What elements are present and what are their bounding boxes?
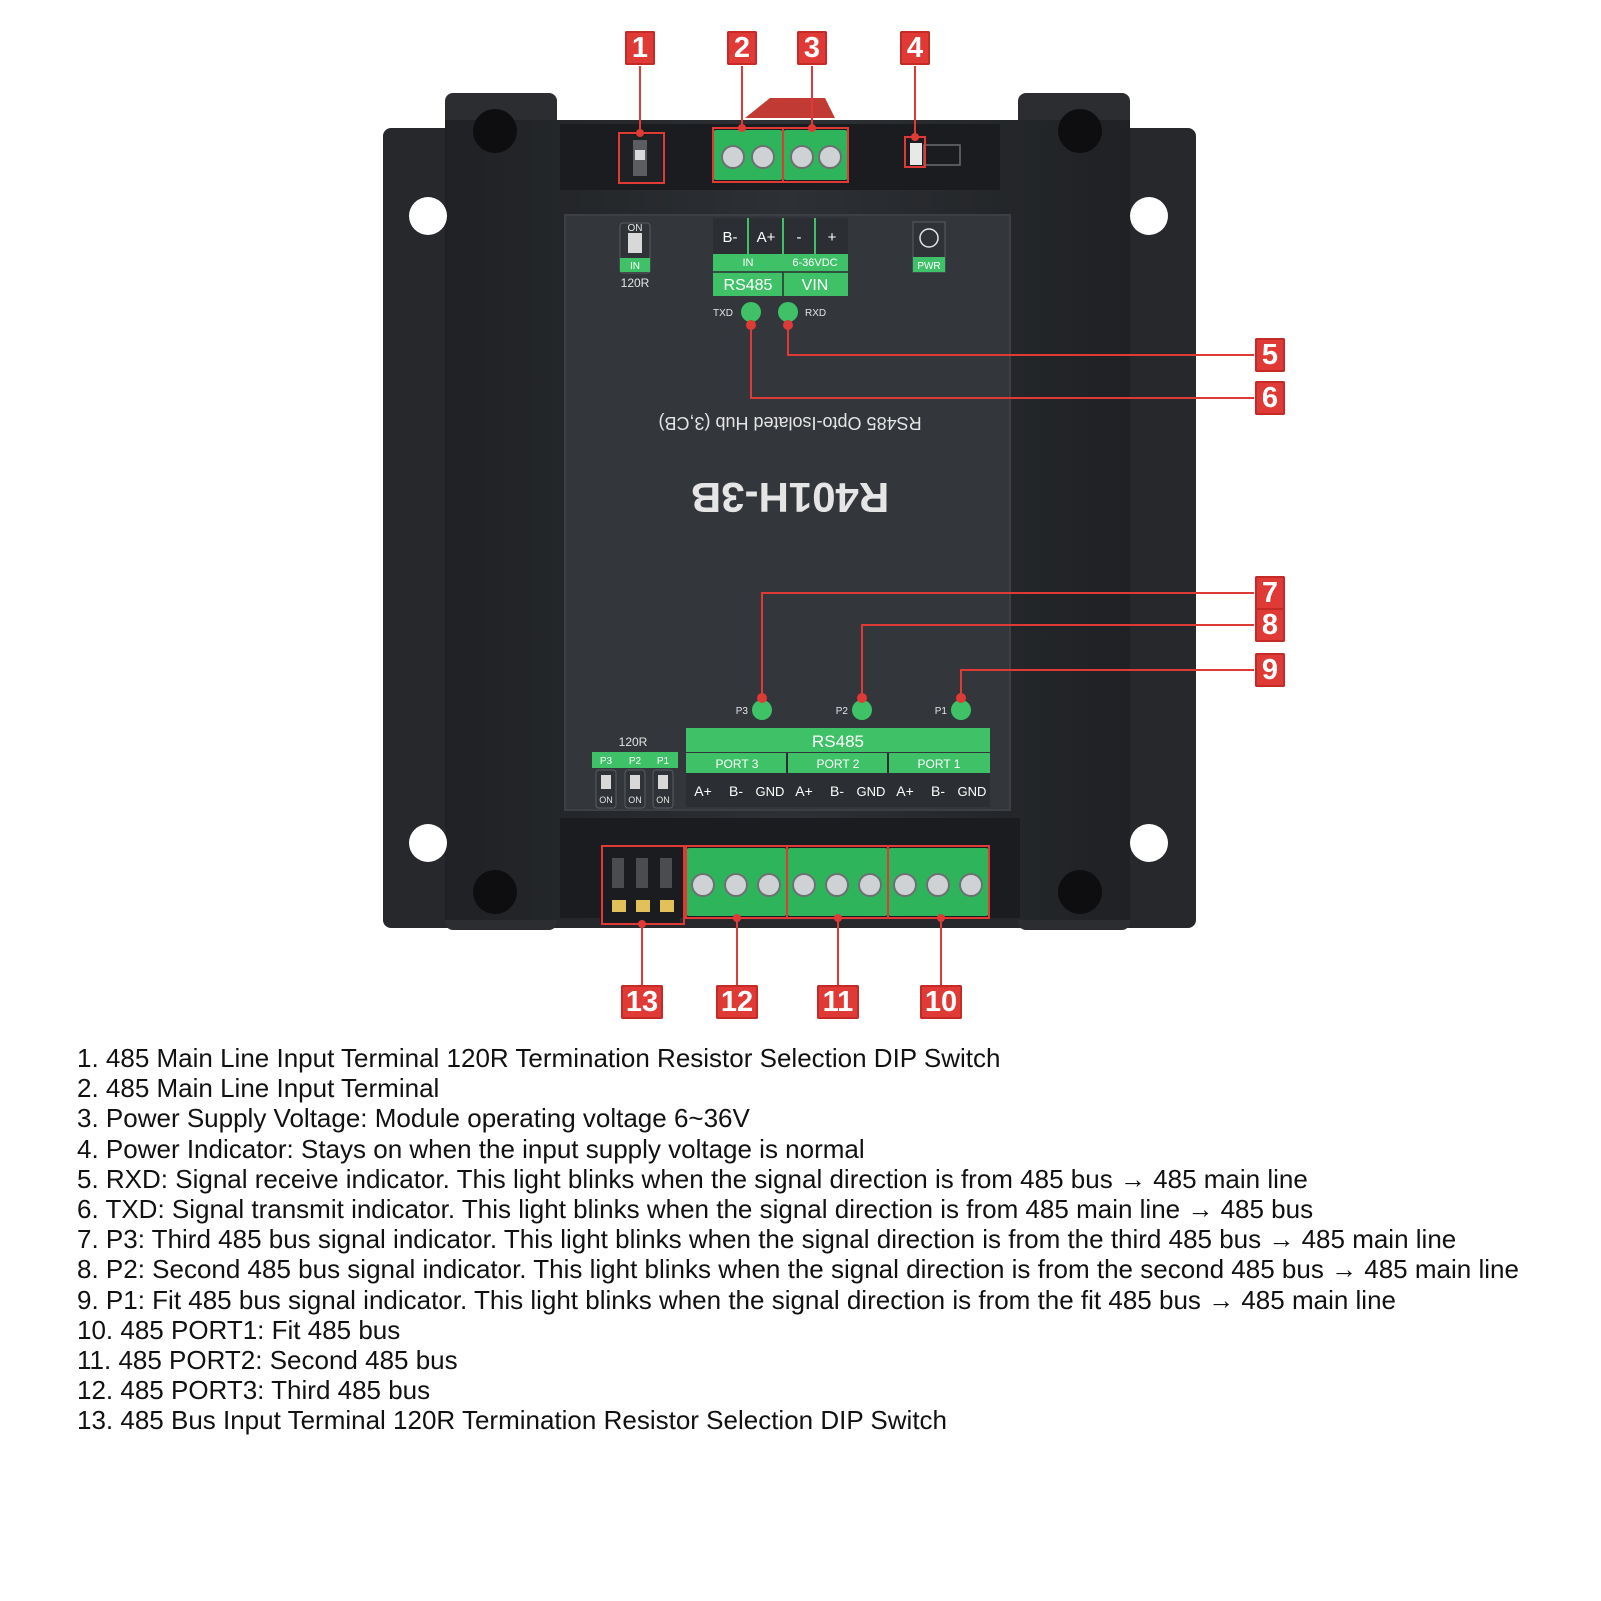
top-dip-on-label: ON — [628, 223, 643, 234]
port2-terminal — [787, 848, 888, 916]
legend-item-2: 2. 485 Main Line Input Terminal — [77, 1073, 440, 1104]
legend-item-9: 9. P1: Fit 485 bus signal indicator. Thi… — [77, 1284, 1397, 1315]
pin-label-p1-b: B- — [931, 783, 945, 799]
rxd-led — [778, 302, 798, 322]
bottom-on-label-3: ON — [599, 795, 613, 805]
top-vin-label: VIN — [802, 277, 829, 294]
top-plus-label: + — [828, 229, 837, 246]
top-minus-label: - — [797, 229, 802, 246]
callout-1: 1 — [625, 31, 655, 65]
top-voltage-label: 6-36VDC — [792, 257, 837, 269]
callout-6: 6 — [1255, 381, 1285, 415]
bottom-port3-label: PORT 3 — [716, 757, 759, 771]
top-in-label: IN — [743, 257, 754, 269]
p1-led — [951, 700, 971, 720]
top-rs485-label: RS485 — [724, 277, 773, 294]
leader-lines — [639, 66, 1254, 985]
port3-terminal — [686, 848, 787, 916]
leader-dots — [636, 124, 966, 928]
legend-item-10: 10. 485 PORT1: Fit 485 bus — [77, 1314, 401, 1345]
top-pwr-label: PWR — [917, 261, 940, 272]
pin-label-p2-a: A+ — [795, 783, 813, 799]
top-txd-label: TXD — [713, 308, 733, 319]
p2-led — [852, 700, 872, 720]
top-dip-in-label: IN — [630, 261, 640, 272]
pin-label-p1-gnd: GND — [958, 784, 987, 799]
legend-item-6: 6. TXD: Signal transmit indicator. This … — [77, 1194, 1314, 1225]
main-line-dip-switch — [620, 135, 662, 182]
legend-item-8: 8. P2: Second 485 bus signal indicator. … — [77, 1254, 1519, 1285]
bottom-port1-label: PORT 1 — [918, 757, 961, 771]
legend-item-12: 12. 485 PORT3: Third 485 bus — [77, 1375, 431, 1406]
power-terminal — [783, 130, 848, 180]
bottom-p3-label: P3 — [600, 756, 613, 767]
bottom-p1-label: P1 — [657, 756, 670, 767]
callout-2: 2 — [727, 31, 757, 65]
callout-4: 4 — [900, 31, 930, 65]
led-label-p1: P1 — [935, 706, 948, 717]
main-line-terminal — [713, 130, 783, 180]
callout-10: 10 — [920, 985, 962, 1019]
legend-item-11: 11. 485 PORT2: Second 485 bus — [77, 1345, 458, 1376]
p3-led — [752, 700, 772, 720]
bottom-on-label-2: ON — [628, 795, 642, 805]
led-label-p3: P3 — [736, 706, 749, 717]
callout-11: 11 — [817, 985, 859, 1019]
bottom-panel-labels: 120R P3 P2 P1 ON ON ON RS485 PORT 3 PORT… — [592, 700, 990, 809]
bus-dip-switch — [600, 848, 680, 923]
bottom-port2-label: PORT 2 — [817, 757, 860, 771]
legend-item-5: 5. RXD: Signal receive indicator. This l… — [77, 1163, 1308, 1194]
callout-9: 9 — [1255, 653, 1285, 687]
legend-item-3: 3. Power Supply Voltage: Module operatin… — [77, 1103, 750, 1134]
callout-7: 7 — [1255, 576, 1285, 610]
callout-8: 8 — [1255, 608, 1285, 642]
device-model: R401H-3B — [691, 474, 889, 521]
top-120r-label: 120R — [621, 276, 650, 290]
mounting-holes — [409, 109, 1168, 914]
pin-label-p2-b: B- — [830, 783, 844, 799]
led-label-p2: P2 — [836, 706, 849, 717]
callout-5: 5 — [1255, 338, 1285, 372]
bottom-rs485-label: RS485 — [812, 732, 864, 751]
top-a-plus-label: A+ — [757, 229, 776, 246]
top-b-minus-label: B- — [723, 229, 738, 246]
callout-12: 12 — [716, 985, 758, 1019]
device-diagram: ON IN 120R B- A+ - + IN 6-36VDC RS485 VI… — [383, 66, 1254, 985]
legend-item-4: 4. Power Indicator: Stays on when the in… — [77, 1133, 865, 1164]
legend-list: 1. 485 Main Line Input Terminal 120R Ter… — [77, 1043, 1577, 1436]
connector-tab — [745, 98, 835, 118]
legend-item-1: 1. 485 Main Line Input Terminal 120R Ter… — [77, 1043, 1001, 1073]
top-rxd-label: RXD — [805, 308, 826, 319]
pin-label-p3-gnd: GND — [756, 784, 785, 799]
legend-item-13: 13. 485 Bus Input Terminal 120R Terminat… — [77, 1405, 948, 1436]
bottom-on-label-1: ON — [656, 795, 670, 805]
bottom-120r-label: 120R — [619, 735, 648, 749]
top-panel-labels: ON IN 120R B- A+ - + IN 6-36VDC RS485 VI… — [619, 218, 946, 322]
txd-led — [741, 302, 761, 322]
pin-label-p2-gnd: GND — [857, 784, 886, 799]
callout-3: 3 — [797, 31, 827, 65]
pin-label-p3-b: B- — [729, 783, 743, 799]
callout-13: 13 — [621, 985, 663, 1019]
pin-label-p1-a: A+ — [896, 783, 914, 799]
bottom-p2-label: P2 — [629, 756, 642, 767]
legend-item-7: 7. P3: Third 485 bus signal indicator. T… — [77, 1224, 1457, 1255]
port1-terminal — [888, 848, 989, 916]
pin-label-p3-a: A+ — [694, 783, 712, 799]
device-subtitle: RS485 Opto-Isolated Hub (3,CB) — [658, 413, 921, 433]
